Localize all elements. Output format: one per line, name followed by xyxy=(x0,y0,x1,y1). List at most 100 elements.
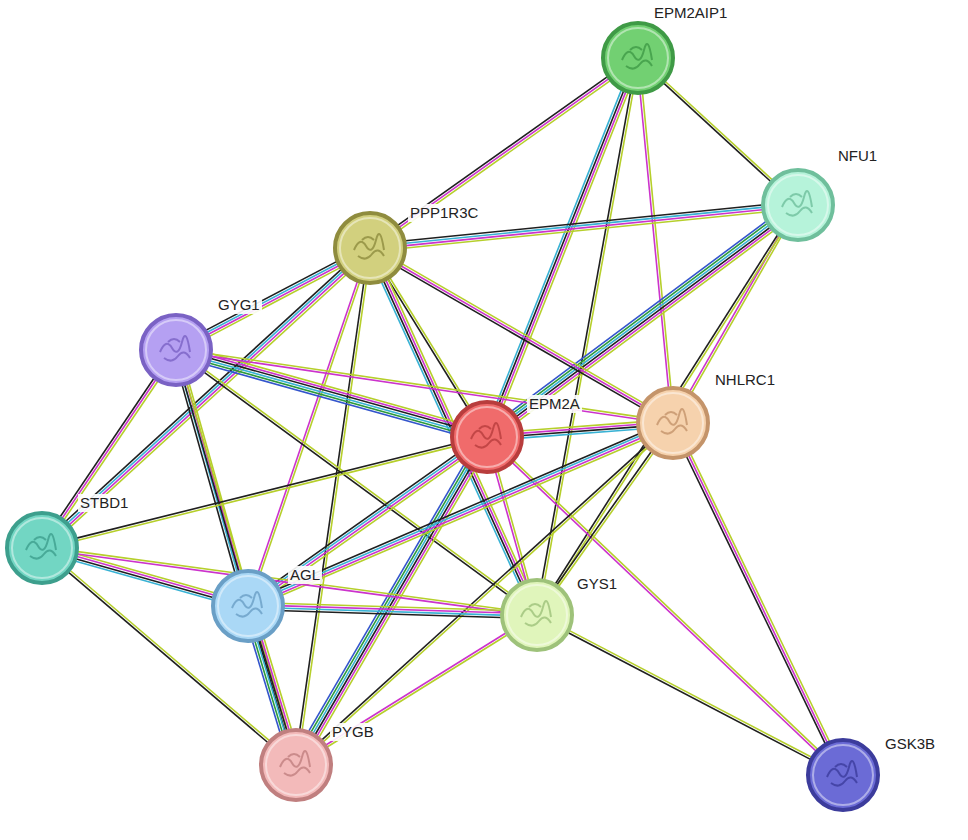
evidence-line xyxy=(284,611,501,618)
interaction-edge xyxy=(664,82,773,182)
node-label: NHLRC1 xyxy=(713,371,777,389)
interaction-edge xyxy=(253,639,292,733)
interaction-edge xyxy=(497,90,628,405)
evidence-line xyxy=(261,283,360,573)
protein-node: EPM2A xyxy=(449,399,525,475)
evidence-line xyxy=(211,356,637,419)
node-label: GYS1 xyxy=(575,575,619,593)
interaction-edge xyxy=(309,465,474,737)
node-circle xyxy=(600,20,676,96)
interaction-edge xyxy=(77,445,453,541)
evidence-line xyxy=(187,384,287,730)
evidence-line xyxy=(309,465,464,731)
node-circle xyxy=(449,399,525,475)
interaction-edge xyxy=(687,454,830,743)
evidence-line xyxy=(518,229,771,418)
evidence-line xyxy=(260,640,287,730)
evidence-line xyxy=(77,557,214,596)
evidence-line xyxy=(78,554,502,611)
interaction-edge xyxy=(568,631,811,760)
evidence-line xyxy=(406,205,762,241)
interaction-edge xyxy=(259,282,360,573)
interaction-edge xyxy=(557,452,653,587)
evidence-line xyxy=(523,429,637,438)
protein-node: GSK3B xyxy=(805,737,881,813)
evidence-line xyxy=(182,386,235,573)
evidence-line xyxy=(78,552,502,609)
evidence-line xyxy=(691,454,830,741)
interaction-edge xyxy=(406,205,763,248)
evidence-line xyxy=(62,380,156,518)
interaction-edge xyxy=(326,633,507,747)
evidence-line xyxy=(69,273,344,524)
evidence-line xyxy=(255,642,282,732)
evidence-line xyxy=(275,455,455,583)
node-label: AGL xyxy=(288,566,322,584)
protein-node: GYG1 xyxy=(138,312,214,388)
node-circle xyxy=(499,577,575,653)
node-circle xyxy=(332,210,408,286)
interaction-edge xyxy=(209,354,454,433)
protein-node: STBD1 xyxy=(4,510,80,586)
evidence-line xyxy=(401,81,610,229)
evidence-line xyxy=(212,354,638,417)
evidence-line xyxy=(326,633,506,745)
interaction-edge xyxy=(185,384,287,731)
interaction-edge xyxy=(66,270,346,527)
interaction-edge xyxy=(60,379,158,520)
evidence-line xyxy=(311,466,466,732)
protein-node: EPM2AIP1 xyxy=(600,20,676,96)
node-circle xyxy=(4,510,80,586)
evidence-line xyxy=(687,457,826,744)
evidence-line xyxy=(76,559,213,598)
protein-node: PPP1R3C xyxy=(332,210,408,286)
node-label: PYGB xyxy=(330,723,376,741)
protein-node: PYGB xyxy=(258,727,334,803)
node-label: PPP1R3C xyxy=(408,204,480,222)
evidence-line xyxy=(77,447,452,541)
node-label: EPM2A xyxy=(527,395,582,413)
interaction-edge xyxy=(690,236,781,393)
evidence-line xyxy=(692,237,781,393)
evidence-line xyxy=(570,631,812,758)
evidence-line xyxy=(665,82,772,180)
evidence-line xyxy=(559,453,653,586)
interaction-edge xyxy=(640,94,671,388)
node-circle xyxy=(760,167,836,243)
node-label: NFU1 xyxy=(836,147,879,165)
evidence-line xyxy=(399,79,608,227)
evidence-line xyxy=(212,356,454,424)
evidence-line xyxy=(210,268,340,337)
evidence-line xyxy=(402,264,643,403)
node-circle xyxy=(138,312,214,388)
node-circle xyxy=(635,385,711,461)
interaction-edge xyxy=(523,422,638,438)
interaction-edge xyxy=(211,354,637,419)
interaction-edge xyxy=(78,552,502,612)
evidence-line xyxy=(689,455,828,742)
evidence-line xyxy=(189,384,242,571)
evidence-line xyxy=(401,266,642,405)
interaction-edge xyxy=(284,604,501,618)
evidence-line xyxy=(317,470,472,736)
evidence-line xyxy=(640,94,668,387)
evidence-line xyxy=(60,379,154,517)
node-label: GYG1 xyxy=(216,296,262,314)
evidence-line xyxy=(212,354,454,422)
node-circle xyxy=(210,568,286,644)
protein-node: GYS1 xyxy=(499,577,575,653)
evidence-line xyxy=(211,359,453,427)
node-circle xyxy=(258,727,334,803)
node-label: STBD1 xyxy=(78,494,130,512)
evidence-line xyxy=(277,457,457,584)
evidence-line xyxy=(324,448,648,742)
protein-node: NFU1 xyxy=(760,167,836,243)
node-circle xyxy=(805,737,881,813)
evidence-line xyxy=(77,445,452,539)
evidence-line xyxy=(568,633,810,760)
node-label: EPM2AIP1 xyxy=(652,4,729,22)
evidence-line xyxy=(253,642,280,732)
node-label: GSK3B xyxy=(883,735,937,753)
evidence-line xyxy=(66,270,341,521)
